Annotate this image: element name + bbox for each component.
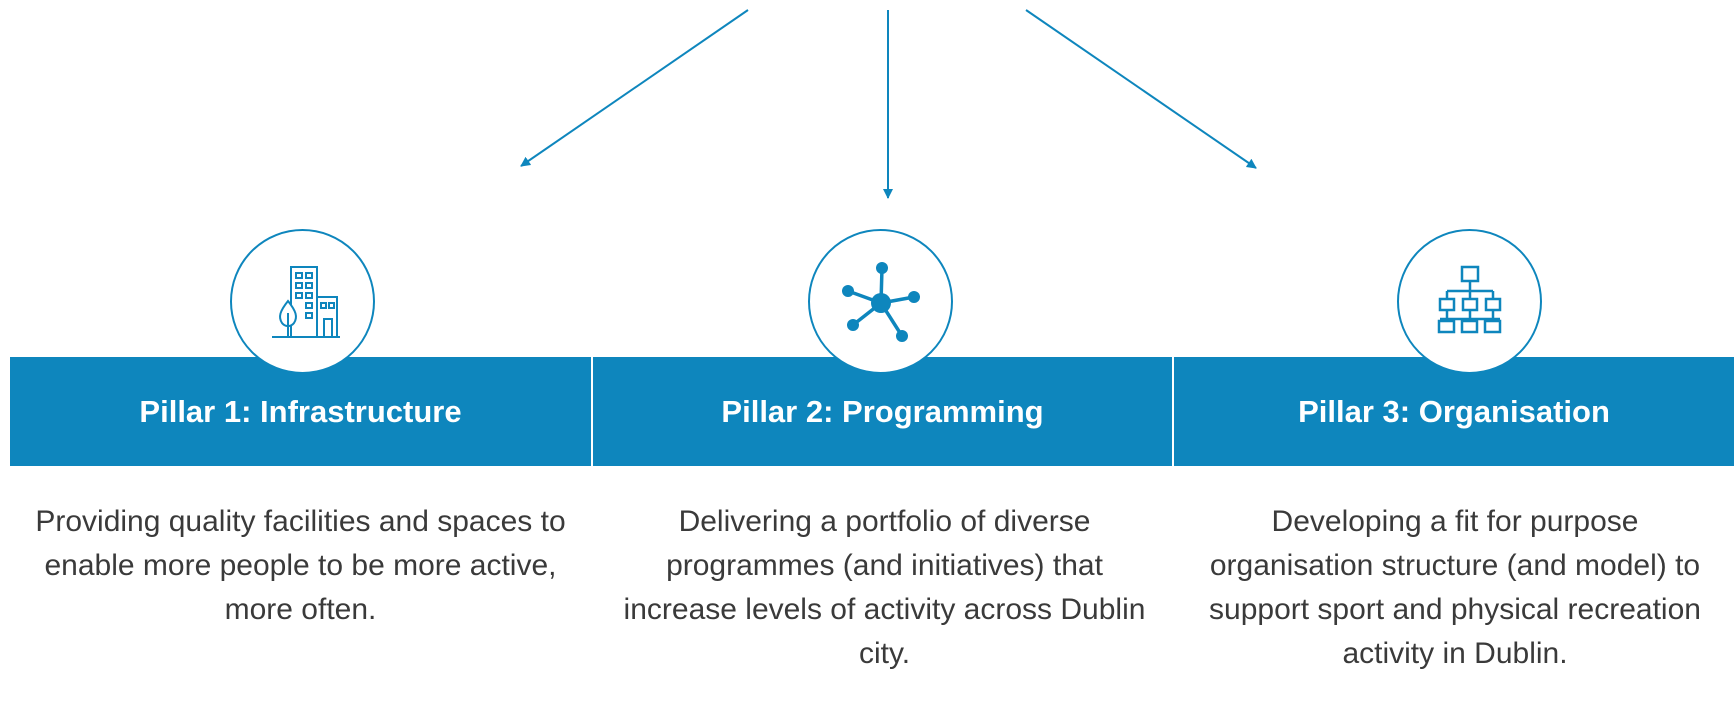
pillar-1-icon-circle	[230, 229, 375, 374]
pillar-2-icon-circle	[808, 229, 953, 374]
pillar-3-icon-circle	[1397, 229, 1542, 374]
pillar-3-description: Developing a fit for purpose organisatio…	[1209, 505, 1701, 670]
pillar-2-description: Delivering a portfolio of diverse progra…	[623, 505, 1146, 670]
pillars-band	[10, 357, 1734, 466]
pillar-1-description: Providing quality facilities and spaces …	[35, 505, 566, 626]
pillar-2-title: Pillar 2: Programming	[721, 394, 1044, 429]
arrow-to-pillar-1	[520, 9, 749, 167]
pillar-3-title: Pillar 3: Organisation	[1298, 394, 1610, 429]
pillar-divider	[1172, 357, 1174, 466]
org-chart-icon	[1437, 265, 1501, 333]
buildings-tree-icon	[271, 265, 340, 338]
arrow-to-pillar-3	[1025, 9, 1257, 169]
pillar-1-title: Pillar 1: Infrastructure	[139, 394, 462, 429]
pillar-divider	[591, 357, 593, 466]
network-hub-icon	[841, 261, 920, 342]
